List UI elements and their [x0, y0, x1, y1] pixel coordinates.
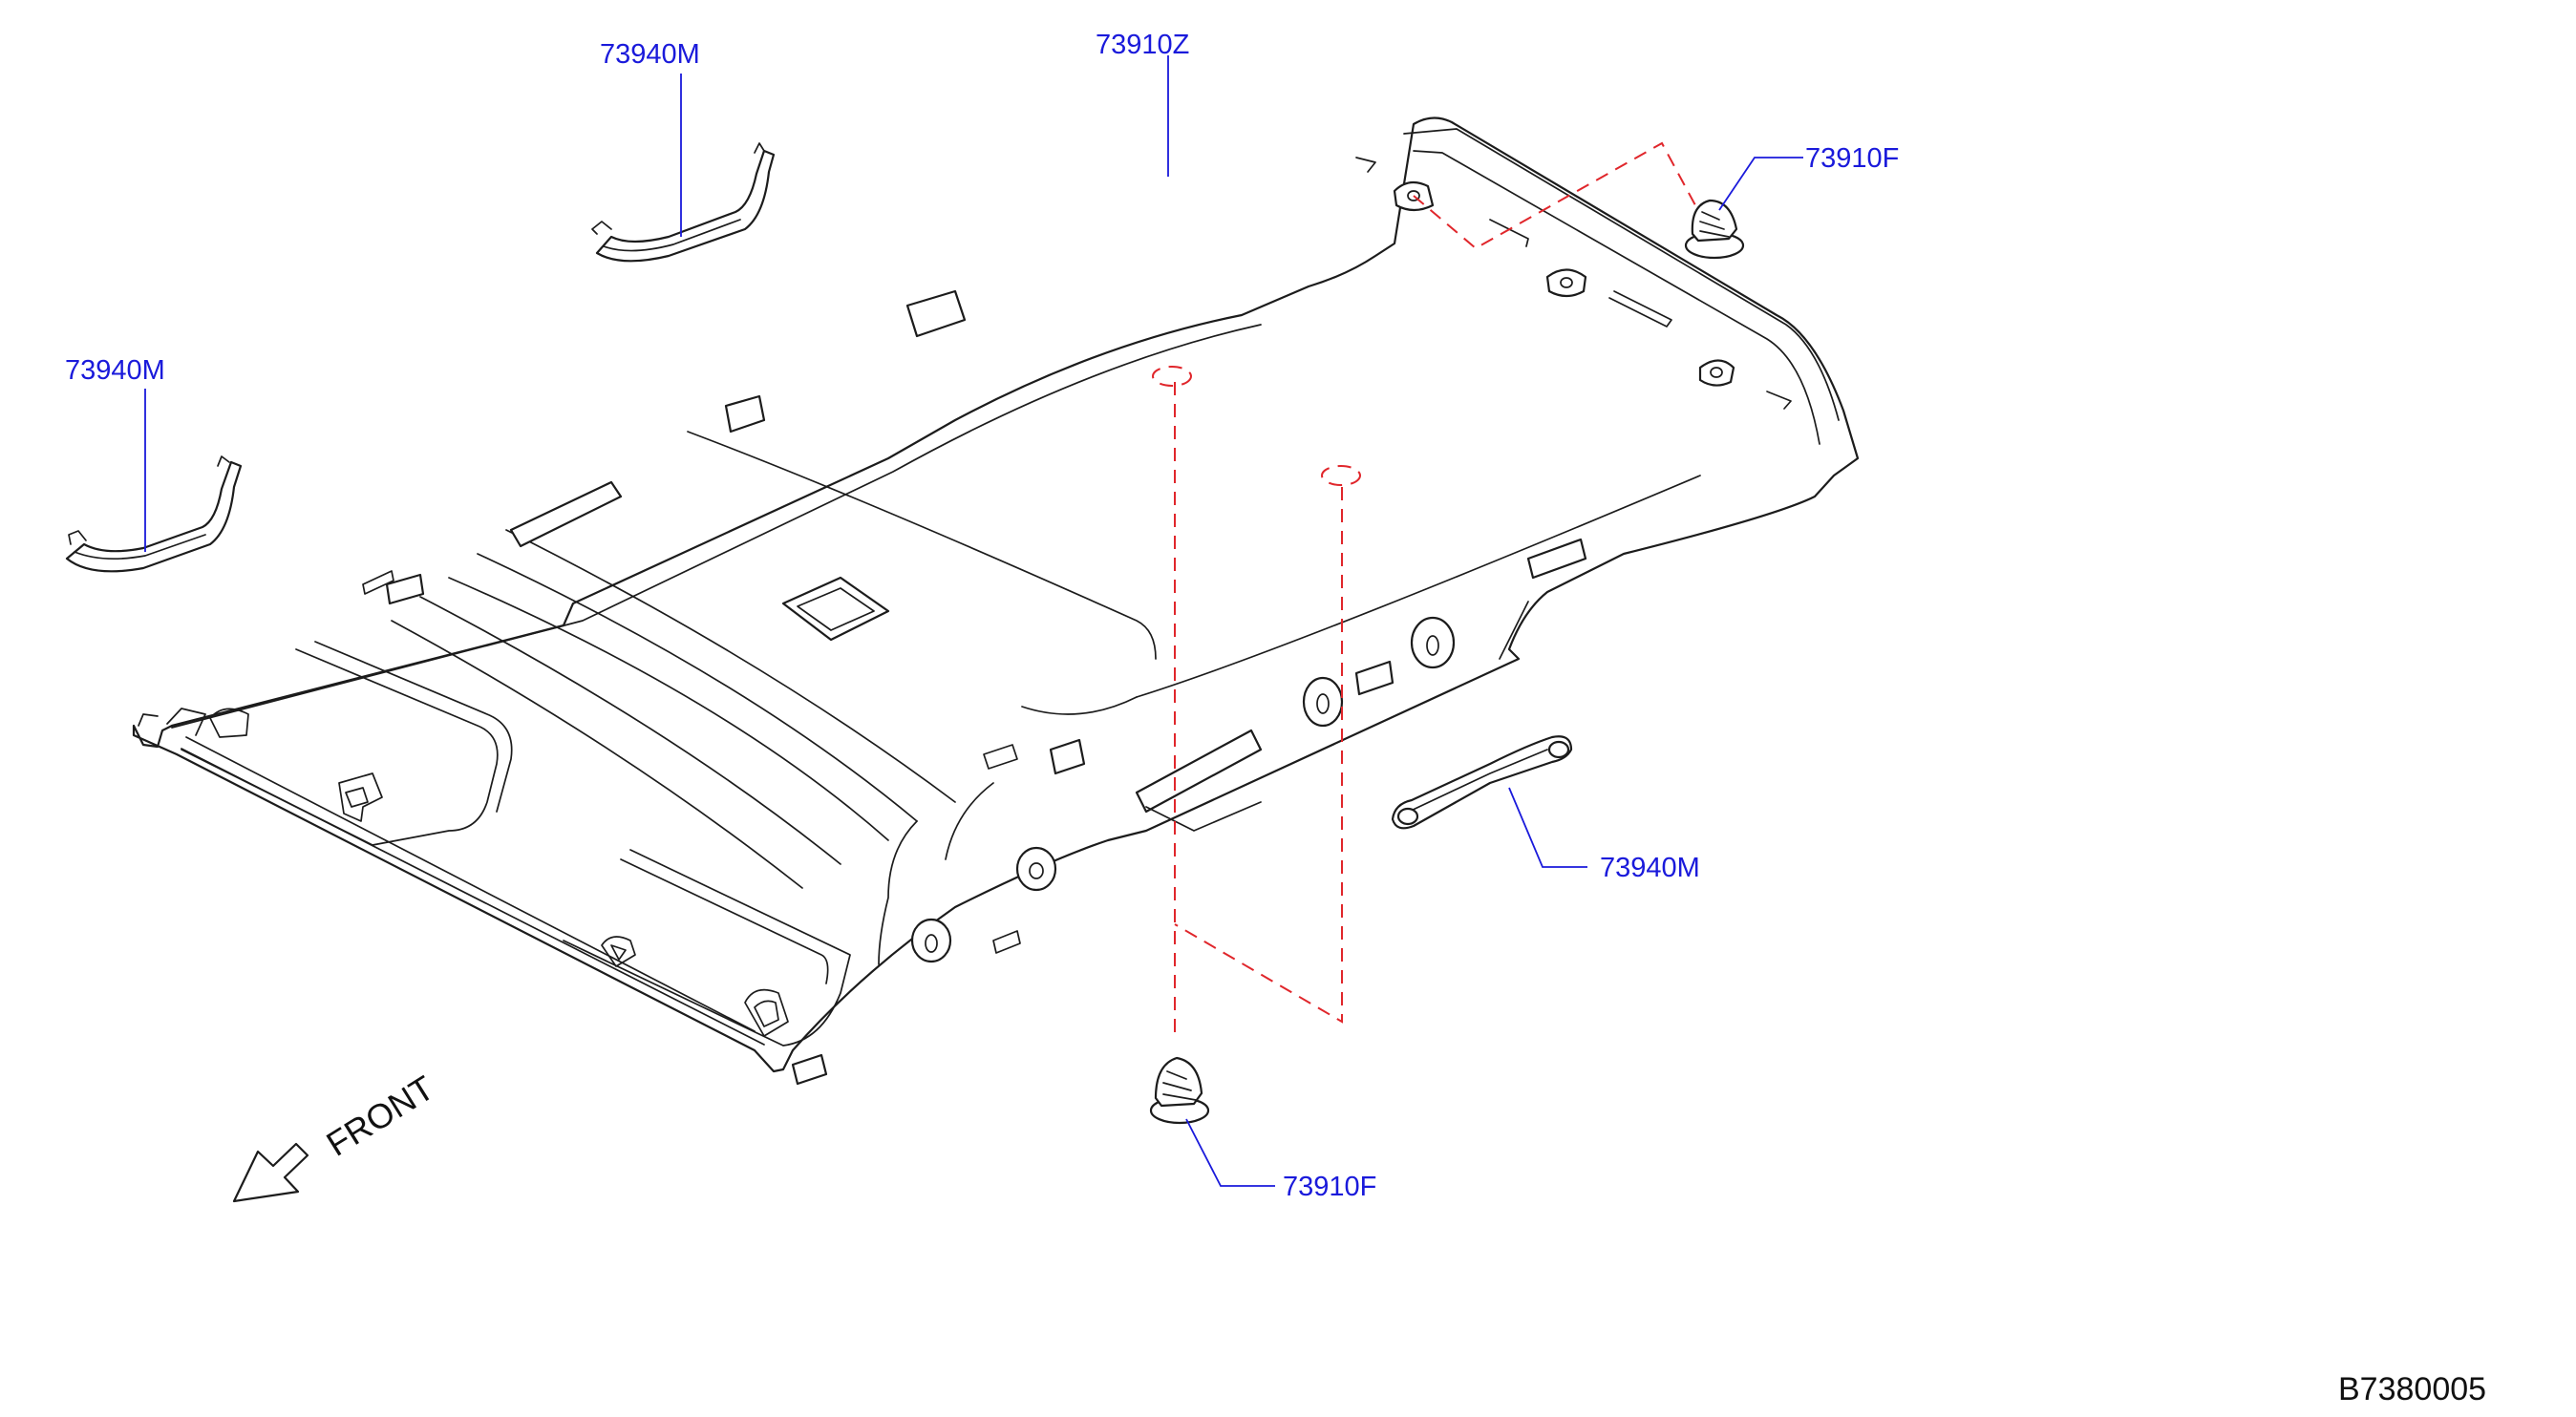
label-headlining: 73910Z [1096, 30, 1189, 60]
front-indicator: FRONT [232, 1068, 441, 1203]
hidden-lines [1152, 141, 1696, 1041]
assist-grip-left [65, 455, 243, 573]
label-assist-grip-top: 73940M [600, 39, 700, 70]
assist-grip-right [1391, 735, 1573, 830]
clip-top-right [1684, 199, 1745, 260]
clip-bottom [1149, 1056, 1210, 1125]
front-label: FRONT [320, 1068, 441, 1163]
headlining-panel [132, 116, 1860, 1086]
front-arrow-icon [232, 1142, 309, 1203]
label-clip-top-right: 73910F [1805, 143, 1899, 174]
assist-grip-top [591, 142, 776, 263]
leader-lines [144, 55, 1803, 1187]
label-assist-grip-right: 73940M [1600, 853, 1700, 883]
label-assist-grip-left: 73940M [65, 355, 165, 386]
label-clip-bottom: 73910F [1283, 1172, 1376, 1202]
diagram-code: B7380005 [2338, 1371, 2486, 1407]
